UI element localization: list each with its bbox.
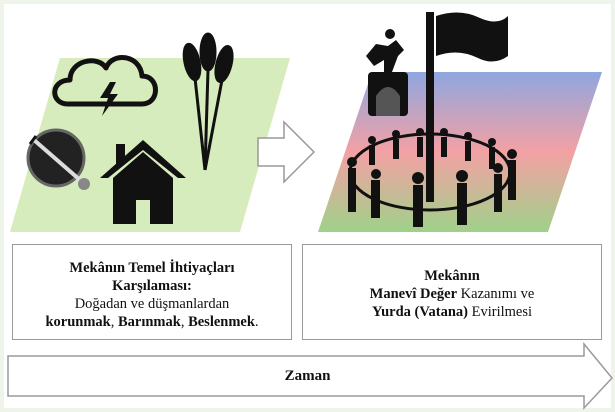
right-arrow-icon: [257, 120, 316, 184]
need-nourish: Beslenmek: [188, 314, 255, 330]
wheat-icon: [182, 32, 234, 171]
time-label: Zaman: [284, 368, 331, 384]
basic-needs-title-2: Karşılaması:: [112, 278, 192, 294]
shield-sword-icon: [26, 128, 90, 190]
need-protect: korunmak: [45, 314, 111, 330]
spiritual-line-3: Yurda (Vatana) Evirilmesi: [303, 303, 601, 321]
flag-icon: [426, 12, 508, 202]
spiritual-value-term: Manevî Değer: [369, 286, 458, 302]
separator: ,: [110, 314, 118, 330]
separator: ,: [180, 314, 189, 330]
need-shelter: Barınmak: [117, 314, 181, 330]
basic-needs-title-1: Mekânın Temel İhtiyaçları: [69, 260, 235, 276]
basic-needs-line-3: Doğadan ve düşmanlardan: [74, 296, 230, 312]
homeland-term: Yurda (Vatana): [371, 304, 468, 320]
people-circle-icon: [347, 128, 517, 227]
statue-icon: [366, 29, 408, 116]
spiritual-value-box: Mekânın Manevî Değer Kazanımı ve Yurda (…: [302, 244, 602, 340]
list-end: .: [254, 314, 259, 330]
basic-needs-box: Mekânın Temel İhtiyaçları Karşılaması: D…: [12, 244, 292, 340]
house-icon: [100, 140, 186, 224]
spiritual-line-2-rest: Kazanımı ve: [457, 286, 535, 302]
basic-needs-list: korunmak, Barınmak, Beslenmek.: [13, 313, 291, 331]
spiritual-line-3-rest: Evirilmesi: [467, 304, 533, 320]
time-arrow-icon: [7, 341, 613, 410]
storm-cloud-icon: [52, 55, 158, 116]
spiritual-line-2: Manevî Değer Kazanımı ve: [303, 285, 601, 303]
spiritual-line-1: Mekânın: [424, 268, 480, 284]
